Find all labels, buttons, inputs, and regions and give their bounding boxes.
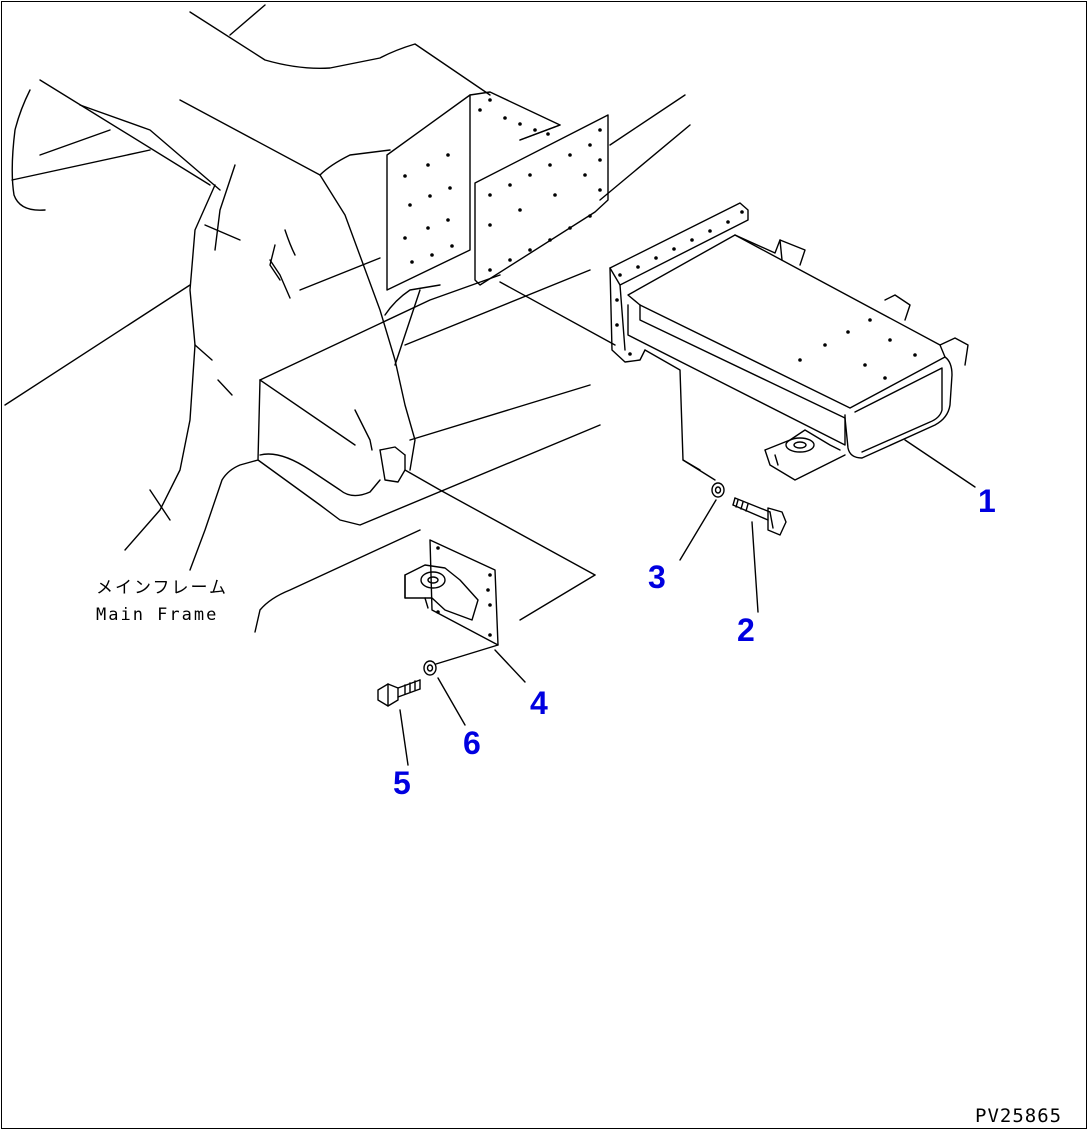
part-4-mount — [404, 539, 499, 646]
part-6-washer — [423, 644, 499, 676]
part-2-bolt — [732, 497, 787, 536]
part-3-washer — [711, 482, 725, 498]
frame-mounting-pad — [386, 91, 609, 291]
drawing-code: PV25865 — [975, 1105, 1062, 1127]
main-frame-label-en: Main Frame — [96, 605, 218, 625]
part-1-bolt-holes — [615, 210, 917, 380]
part-1-bracket — [609, 202, 969, 481]
assembly-guide-lines — [499, 281, 716, 481]
callout-4: 4 — [530, 685, 548, 721]
frame-bolt-holes — [403, 98, 602, 272]
part-5-bolt — [377, 679, 421, 707]
callout-6: 6 — [463, 725, 481, 761]
callout-1: 1 — [978, 483, 996, 519]
leader-lines — [399, 439, 976, 766]
main-frame-drawing — [4, 4, 691, 633]
callout-2: 2 — [737, 612, 755, 648]
main-frame-label-jp: メインフレーム — [96, 578, 228, 598]
callout-3: 3 — [648, 559, 666, 595]
callout-5: 5 — [393, 765, 411, 801]
